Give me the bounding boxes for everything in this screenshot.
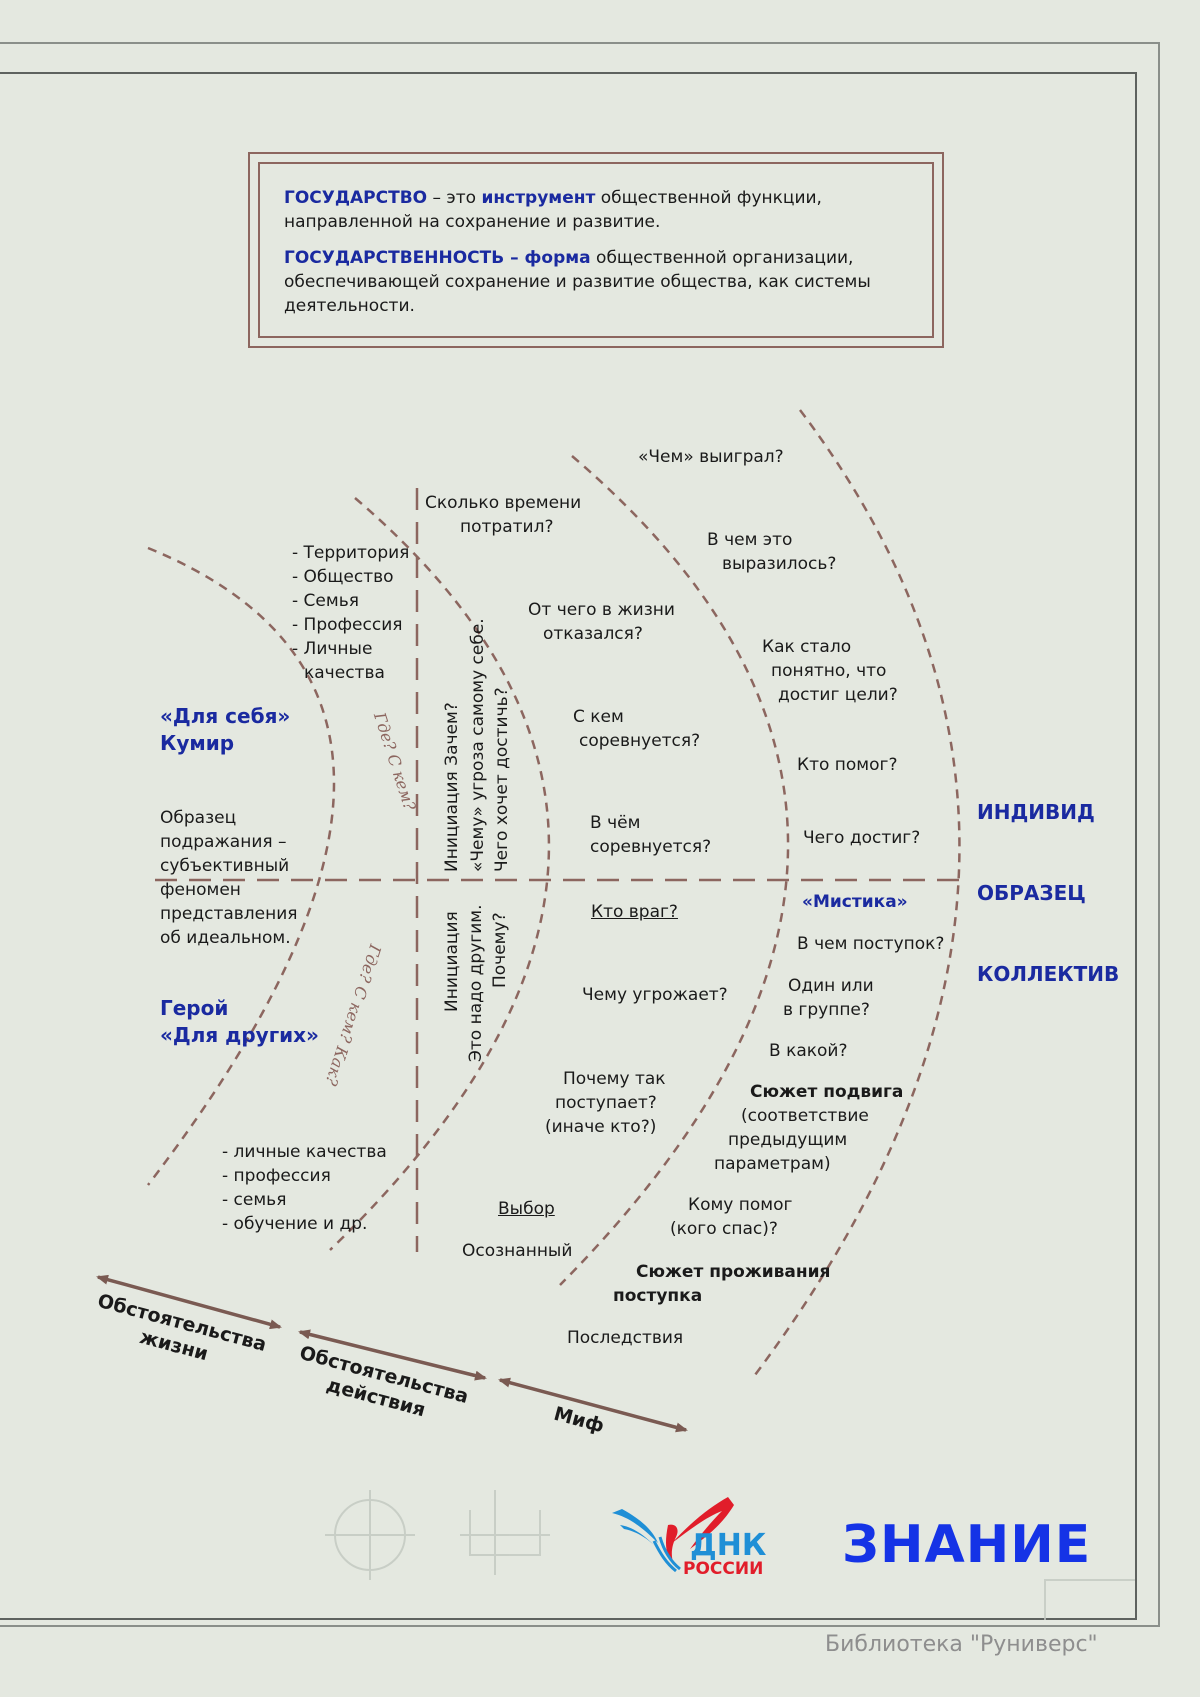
question-in-what-1: В чём: [590, 813, 641, 833]
library-watermark: Библиотека "Руниверс": [825, 1632, 1098, 1657]
lower-list-item: - профессия: [222, 1166, 331, 1186]
feat-plot-line-3: параметрам): [714, 1154, 831, 1174]
term-statehood: ГОСУДАРСТВЕННОСТЬ –: [284, 248, 525, 268]
definitions-box-inner-border: [258, 162, 934, 338]
lower-list-item: - семья: [222, 1190, 287, 1210]
question-deed: В чем поступок?: [797, 934, 945, 954]
znanie-logo: ЗНАНИЕ: [842, 1515, 1092, 1575]
question-clear-1: Как стало: [762, 637, 852, 657]
living-plot-title-1: Сюжет проживания: [636, 1262, 831, 1282]
question-expressed-2: выразилось?: [722, 554, 837, 574]
sample-line-3: субъективный: [160, 856, 290, 876]
question-alone-2: в группе?: [783, 1000, 870, 1020]
question-won: «Чем» выиграл?: [638, 447, 784, 467]
axis-arrow-myth: [498, 1377, 688, 1433]
initiation-upper-line-2: «Чему» угроза самому себе.: [468, 618, 488, 872]
label-individual: ИНДИВИД: [977, 800, 1095, 824]
upper-list-item: - Личные: [292, 639, 373, 659]
mystic-label: «Мистика»: [802, 892, 908, 912]
initiation-upper-line-3: Чего хочет достичь?: [492, 687, 512, 872]
question-expressed-1: В чем это: [707, 530, 793, 550]
idol-label: Кумир: [160, 731, 235, 755]
arc-2: [329, 497, 550, 1251]
initiation-upper-line-1: Инициация Зачем?: [442, 702, 462, 872]
sample-line-4: феномен: [160, 880, 241, 900]
russia-label: РОССИИ: [683, 1559, 764, 1579]
upper-list-item: качества: [304, 663, 385, 683]
upper-list-item: - Семья: [292, 591, 359, 611]
inner-frame: [0, 72, 1137, 1620]
question-why-1: Почему так: [563, 1069, 666, 1089]
question-why-2: поступает?: [555, 1093, 657, 1113]
question-whom-2: (кого спас)?: [670, 1219, 778, 1239]
watermark-corner-box: [1044, 1579, 1135, 1620]
definition-state-line1: ГОСУДАРСТВО – это инструмент общественно…: [284, 186, 822, 210]
arc-1: [147, 546, 336, 1186]
upper-list-item: - Профессия: [292, 615, 403, 635]
upper-list-item: - Территория: [292, 543, 410, 563]
key-instrument: инструмент: [481, 188, 596, 208]
initiation-lower-line-2: Это надо другим.: [466, 904, 486, 1062]
sample-line-5: представления: [160, 904, 298, 924]
question-compete-2: соревнуется?: [579, 731, 701, 751]
question-threat: Чему угрожает?: [582, 985, 728, 1005]
question-enemy: Кто враг?: [591, 902, 678, 922]
consequences-label: Последствия: [567, 1328, 684, 1348]
definition-statehood-line3: деятельности.: [284, 296, 415, 316]
feat-plot-title: Сюжет подвига: [750, 1082, 904, 1102]
question-in-what-2: соревнуется?: [590, 837, 712, 857]
sample-line-6: об идеальном.: [160, 928, 291, 948]
arc-3: [559, 455, 790, 1286]
sample-line-2: подражания –: [160, 832, 287, 852]
question-alone-1: Один или: [788, 976, 874, 996]
self-title: «Для себя»: [160, 704, 291, 728]
question-why-3: (иначе кто?): [545, 1117, 657, 1137]
dnk-bird-icon: [612, 1497, 734, 1573]
lower-list-item: - личные качества: [222, 1142, 387, 1162]
sample-line-1: Образец: [160, 808, 237, 828]
definition-state-line2: направленной на сохранение и развитие.: [284, 212, 661, 232]
question-time-1: Сколько времени: [425, 493, 582, 513]
definition-statehood-line1: ГОСУДАРСТВЕННОСТЬ – форма общественной о…: [284, 246, 853, 270]
question-whom-1: Кому помог: [688, 1195, 793, 1215]
label-collective: КОЛЛЕКТИВ: [977, 962, 1120, 986]
definition-statehood-line2: обеспечивающей сохранение и развитие общ…: [284, 272, 871, 292]
axis-arrow-life: [96, 1274, 282, 1330]
watermark-glyph: [460, 1490, 550, 1575]
question-clear-2: понятно, что: [771, 661, 887, 681]
question-achieved: Чего достиг?: [803, 828, 921, 848]
initiation-lower-line-1: Инициация: [442, 911, 462, 1012]
choice-label: Выбор: [498, 1199, 555, 1219]
conscious-label: Осознанный: [462, 1241, 573, 1261]
arc-4: [753, 409, 961, 1376]
hero-label: Герой: [160, 996, 229, 1020]
label-sample: ОБРАЗЕЦ: [977, 881, 1086, 905]
question-which: В какой?: [769, 1041, 848, 1061]
feat-plot-line-2: предыдущим: [728, 1130, 848, 1150]
definition-statehood-rest: общественной организации,: [590, 248, 854, 268]
term-state: ГОСУДАРСТВО: [284, 188, 428, 208]
question-refused-1: От чего в жизни: [528, 600, 675, 620]
upper-list-item: - Общество: [292, 567, 394, 587]
question-clear-3: достиг цели?: [778, 685, 898, 705]
question-compete-1: С кем: [573, 707, 624, 727]
axis-arrow-action: [298, 1329, 487, 1381]
dnk-russia-logo: ДНК РОССИИ: [610, 1495, 785, 1585]
definitions-box: ГОСУДАРСТВО – это инструмент общественно…: [248, 152, 944, 348]
definition-state-rest: общественной функции,: [595, 188, 822, 208]
outer-frame: [0, 42, 1160, 1627]
question-refused-2: отказался?: [543, 624, 643, 644]
initiation-lower-line-3: Почему?: [490, 912, 510, 988]
definition-dash: – это: [427, 188, 482, 208]
key-form: форма: [524, 248, 591, 268]
dnk-label: ДНК: [690, 1528, 767, 1563]
question-time-2: потратил?: [460, 517, 554, 537]
others-title: «Для других»: [160, 1023, 319, 1047]
feat-plot-line-1: (соответствие: [741, 1106, 869, 1126]
lower-list-item: - обучение и др.: [222, 1214, 368, 1234]
living-plot-title-2: поступка: [613, 1286, 703, 1306]
question-helped: Кто помог?: [797, 755, 898, 775]
